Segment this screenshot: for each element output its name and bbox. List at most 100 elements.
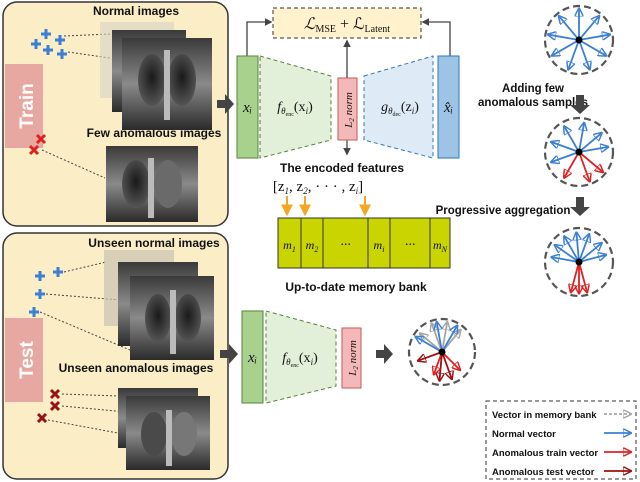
output-block bbox=[437, 55, 460, 159]
vector-arrow bbox=[441, 351, 460, 370]
test-encoder-label: fθenc(xi) bbox=[282, 351, 318, 369]
legend-label: Anomalous test vector bbox=[492, 467, 595, 478]
vector-arrow bbox=[441, 351, 452, 378]
test-label: Test bbox=[17, 341, 38, 379]
vector-arrow bbox=[552, 257, 580, 262]
test-norm-block bbox=[341, 327, 362, 389]
normal-sample-markers bbox=[31, 29, 67, 59]
input-block bbox=[236, 55, 259, 159]
normal-images-title: Normal images bbox=[93, 4, 179, 18]
vector-arrow bbox=[441, 323, 447, 353]
vector-arrow bbox=[576, 233, 579, 263]
train-label-box bbox=[5, 64, 43, 148]
encoder-trapezoid bbox=[259, 55, 332, 159]
stage1-arrow bbox=[570, 95, 590, 114]
origin-dot bbox=[575, 148, 583, 156]
test-label-box bbox=[5, 318, 43, 402]
test-flow-arrow bbox=[220, 344, 238, 364]
norm-label: L2 norm bbox=[343, 92, 356, 129]
memory-cell bbox=[429, 217, 451, 269]
test-normal-xrays bbox=[104, 250, 214, 360]
vector-arrow bbox=[559, 17, 580, 41]
unseen-normal-title: Unseen normal images bbox=[88, 236, 220, 250]
memory-cell-label: m1 bbox=[283, 238, 296, 254]
output-label: x̂ᵢ bbox=[443, 100, 453, 116]
vector-arrow bbox=[578, 243, 601, 263]
train-flow-arrow bbox=[217, 94, 234, 114]
vector-arrow bbox=[569, 39, 580, 69]
vector-arrow bbox=[552, 151, 580, 162]
memory-bank-caption: Up-to-date memory bank bbox=[285, 280, 427, 294]
origin-dot bbox=[575, 258, 583, 266]
memory-cell-label: mi bbox=[374, 238, 385, 254]
stage2-arrow bbox=[570, 197, 590, 216]
test-encoder: xᵢ fθenc(xi) L2 norm bbox=[241, 310, 393, 404]
test-to-circle-arrow bbox=[376, 344, 393, 364]
legend-label: Normal vector bbox=[492, 429, 556, 440]
decoder-label: gθdec(zi) bbox=[381, 100, 419, 118]
test-panel: Test Unseen normal images Unseen anomalo… bbox=[2, 232, 229, 480]
vector-arrow bbox=[571, 261, 580, 292]
plus-icon bbox=[57, 49, 67, 59]
loss-text: ℒMSE + ℒLatent bbox=[304, 16, 390, 35]
adding-anomalous-label-1: Adding few bbox=[502, 83, 564, 95]
vector-arrow bbox=[552, 39, 580, 55]
decoder-trapezoid bbox=[363, 55, 434, 159]
vector-arrow bbox=[555, 245, 580, 263]
legend-label: Anomalous train vector bbox=[492, 448, 598, 459]
vector-arrow bbox=[434, 351, 443, 374]
vector-arrow bbox=[578, 147, 607, 153]
adding-anomalous-label-2: anomalous samples bbox=[478, 97, 588, 109]
autoencoder: xᵢ fθenc(xi) L2 norm gθdec(zi) x̂ᵢ bbox=[236, 55, 460, 159]
encoded-features-caption: The encoded features bbox=[280, 161, 404, 175]
vector-arrow bbox=[565, 151, 580, 177]
unseen-anomalous-title: Unseen anomalous images bbox=[59, 361, 214, 375]
plus-icon bbox=[29, 307, 39, 317]
vector-arrow bbox=[552, 142, 580, 153]
vector-arrow bbox=[416, 337, 443, 353]
anomalous-sample-marker bbox=[28, 133, 47, 156]
vector-circle-added bbox=[543, 116, 615, 188]
train-panel: Train Normal images Few anomalous images bbox=[2, 1, 229, 227]
vector-arrow bbox=[578, 235, 589, 263]
test-anomalous-xrays bbox=[118, 388, 210, 470]
vector-arrow bbox=[578, 151, 589, 181]
vector-circle-initial bbox=[543, 4, 615, 76]
test-anomalous-markers bbox=[36, 388, 61, 424]
vector-circle-aggregated bbox=[543, 226, 615, 298]
vector-arrow bbox=[578, 261, 587, 292]
vector-arrow bbox=[578, 133, 601, 153]
vector-circle-test bbox=[407, 317, 477, 387]
memory-cell-label: m2 bbox=[306, 238, 319, 254]
legend-label: Vector in memory bank bbox=[492, 410, 597, 421]
plus-icon bbox=[55, 35, 65, 45]
vector-arrow bbox=[441, 326, 457, 353]
vector-arrow bbox=[578, 17, 599, 41]
origin-dot bbox=[575, 36, 583, 44]
memory-cell bbox=[322, 217, 369, 269]
loss-box: ℒMSE + ℒLatent bbox=[272, 7, 422, 39]
test-normal-markers bbox=[29, 267, 63, 317]
vector-arrow bbox=[578, 255, 605, 263]
train-normal-xrays bbox=[100, 22, 212, 130]
plus-icon bbox=[31, 39, 41, 49]
vector-arrow bbox=[565, 127, 580, 153]
test-input-block bbox=[241, 310, 264, 404]
test-encoder-trapezoid bbox=[265, 310, 337, 404]
plus-icon bbox=[43, 45, 53, 55]
train-label: Train bbox=[17, 83, 38, 128]
origin-dot bbox=[438, 348, 446, 356]
vector-arrow bbox=[578, 151, 602, 172]
vector-arrow bbox=[578, 35, 609, 41]
feature-vector: [z1, z2, · · · , zi] bbox=[273, 179, 363, 196]
plus-icon bbox=[41, 29, 51, 39]
norm-block bbox=[337, 77, 358, 141]
memory-cell-label: ··· bbox=[340, 238, 351, 253]
encoder-label: fθenc(xi) bbox=[277, 100, 313, 118]
vector-arrow bbox=[419, 351, 443, 360]
memory-cell-label: ··· bbox=[405, 238, 416, 253]
